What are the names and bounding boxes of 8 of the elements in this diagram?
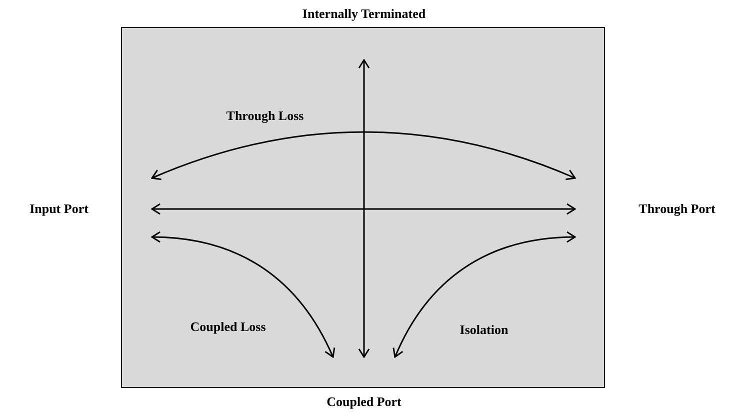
port-label: Through Port xyxy=(638,201,716,217)
loss-label: Coupled Loss xyxy=(190,319,266,335)
loss-label: Isolation xyxy=(460,322,508,338)
port-label: Input Port xyxy=(30,201,88,217)
panel-background xyxy=(121,27,605,388)
loss-label: Through Loss xyxy=(226,108,304,124)
port-label: Internally Terminated xyxy=(302,6,426,22)
port-label: Coupled Port xyxy=(326,394,402,410)
